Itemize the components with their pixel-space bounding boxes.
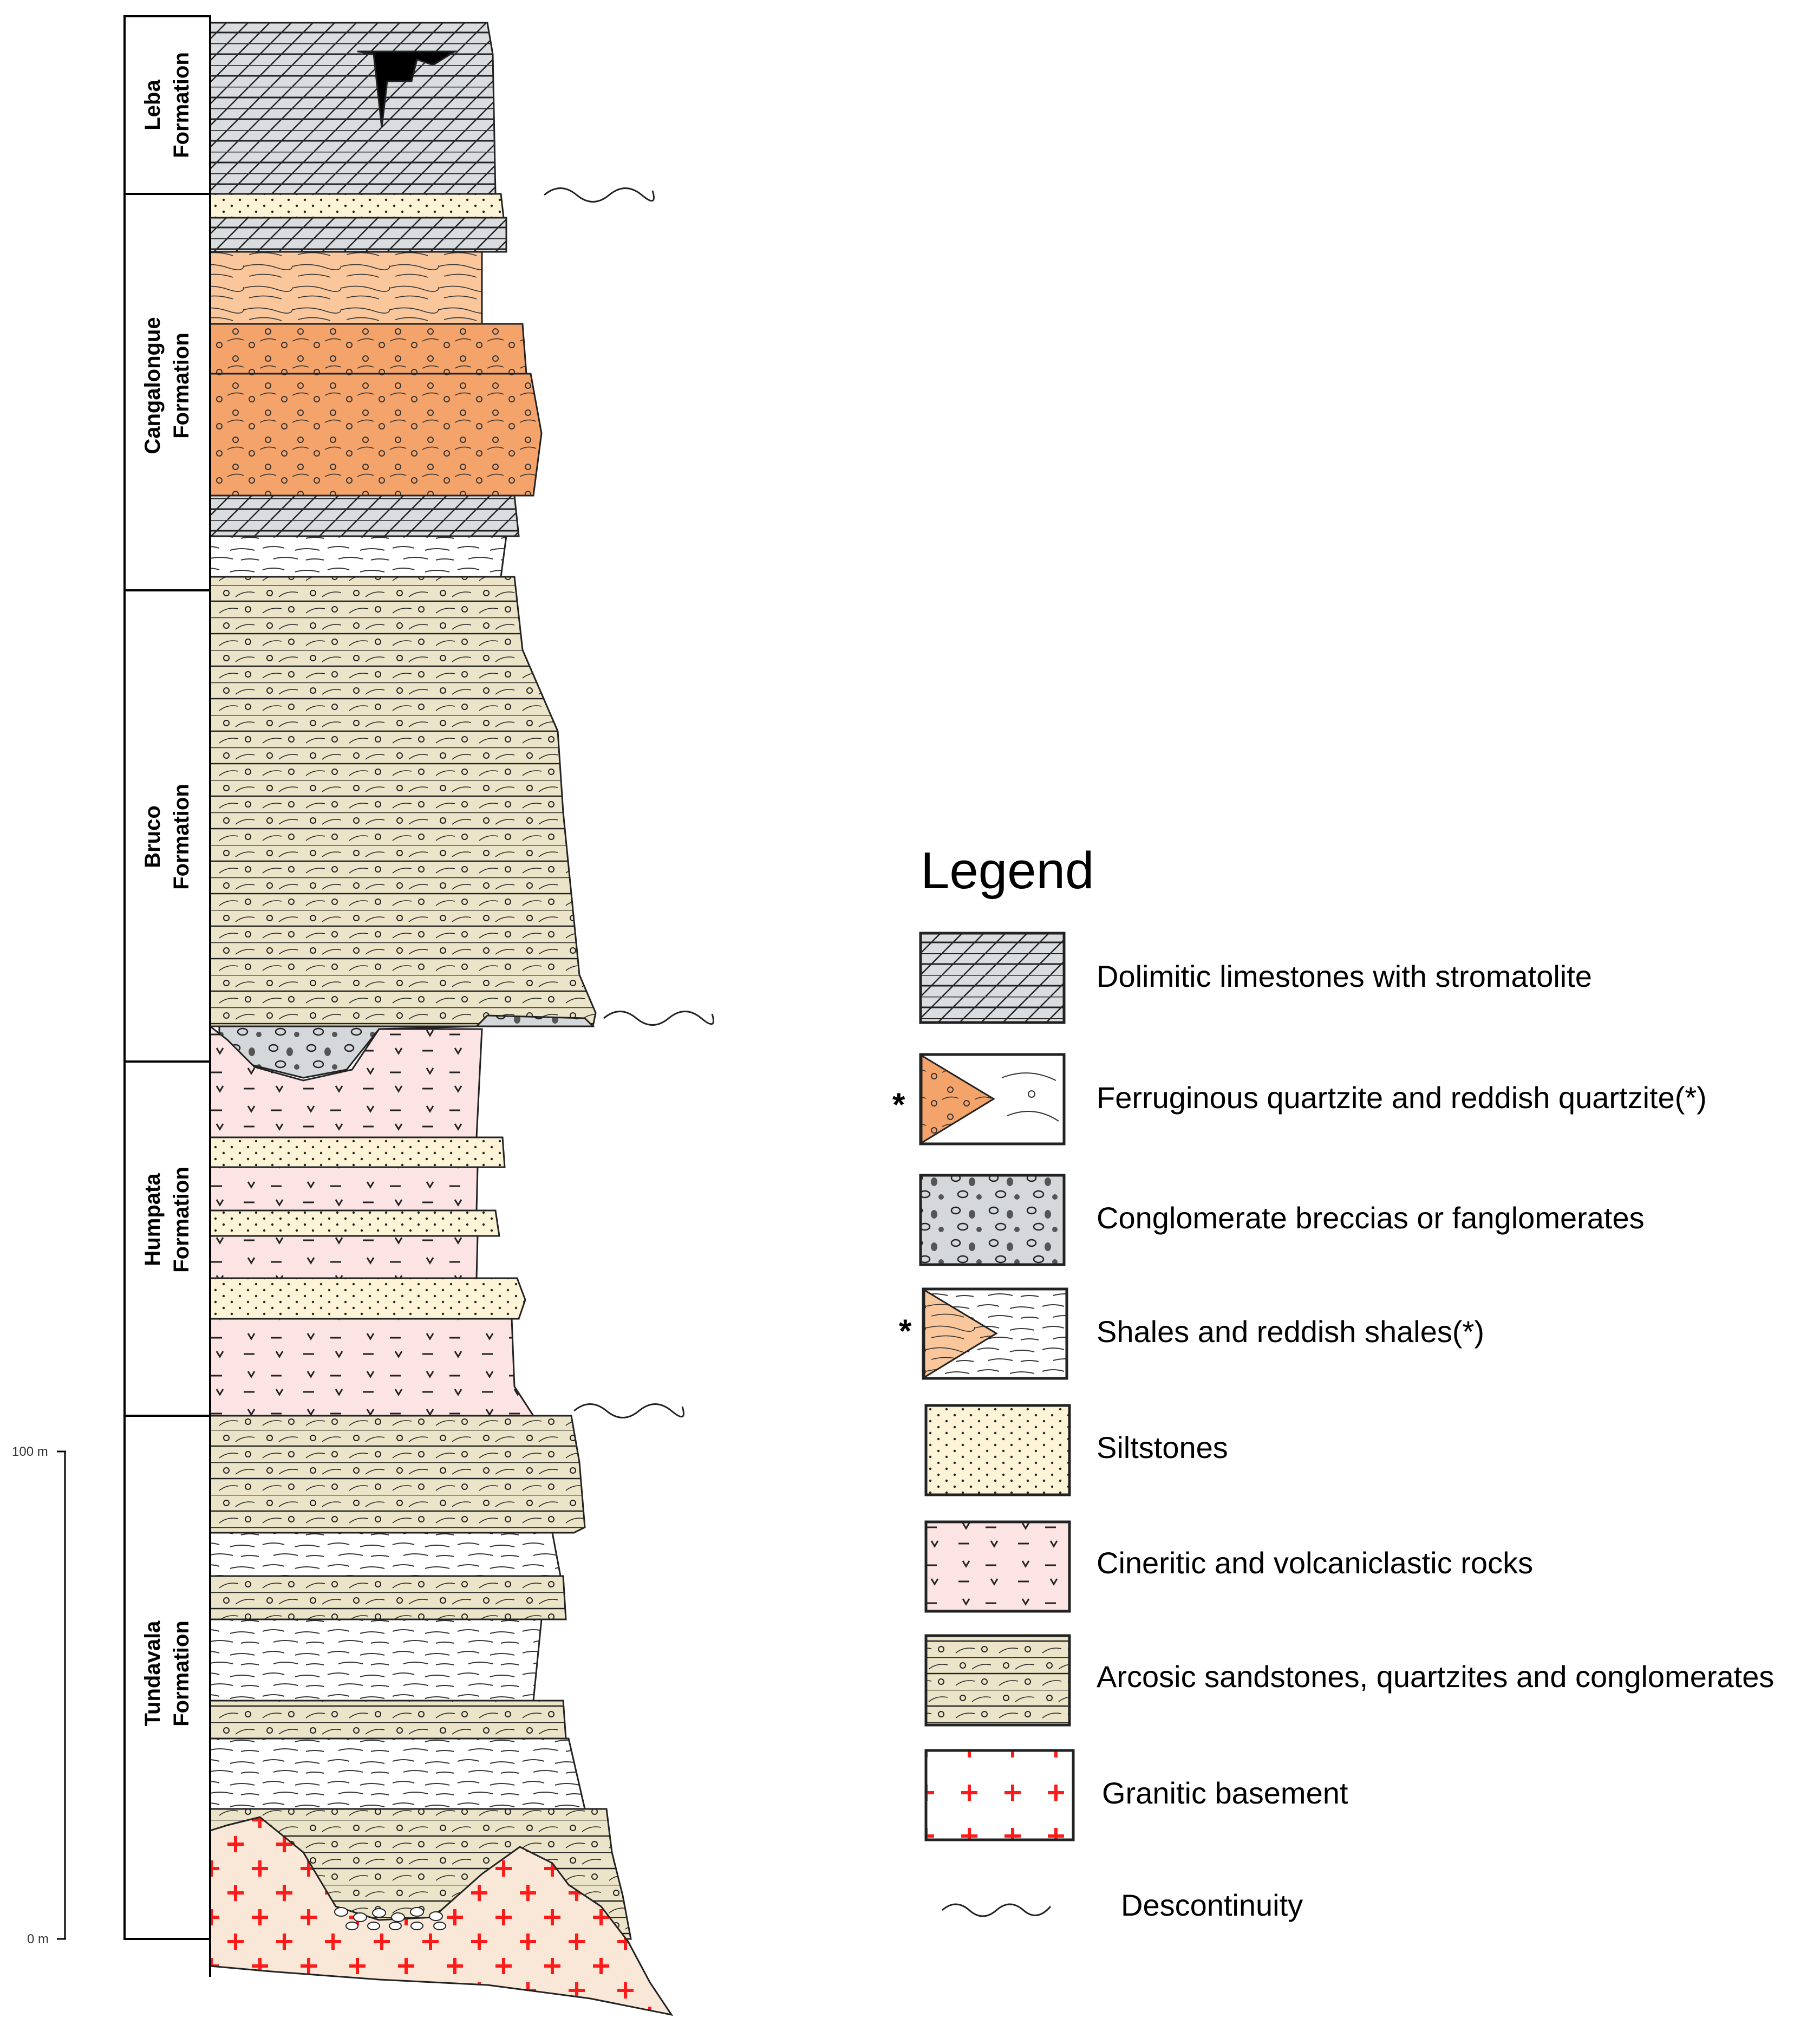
legend-label-granite: Granitic basement [1102,1776,1348,1810]
legend-swatch-siltstone [924,1404,1071,1496]
discontinuity-icon [603,1011,714,1026]
layer-volcanic-3 [209,1235,479,1279]
layer-shale-4 [209,1737,586,1810]
layer-arcosic-tundavala-3 [209,1700,567,1740]
scale-label-top: 100 m [12,1444,48,1459]
layer-arcosic-tundavala-1 [209,1415,586,1534]
formation-column: Leba Formation Cangalongue Formation Bru… [123,15,211,1940]
legend-label-breccia: Conglomerate breccias or fanglomerates [1097,1201,1645,1235]
legend-marker-quartzite: * [892,1086,905,1123]
formation-column-frame [123,15,211,1940]
formation-label-humpata-line2: Formation [169,1167,193,1273]
legend-marker-shale: * [899,1313,912,1349]
formation-label-cangalongue-line1: Cangalongue [141,317,165,454]
legend-label-siltstone: Siltstones [1097,1430,1228,1464]
layer-limestone-lower [209,494,520,537]
layer-siltstone [209,193,505,219]
formation-label-tundavala-line2: Formation [169,1620,193,1727]
legend-swatch-granite [924,1749,1075,1841]
layer-shale-3 [209,1618,543,1702]
basal-pebbles [334,1907,446,1930]
layer-reddish-quartzite [209,373,543,497]
legend-swatch-shale [922,1287,1068,1380]
legend-swatch-arcosic [924,1634,1071,1727]
layer-siltstone-3 [209,1209,500,1237]
scale-label-bottom: 0 m [27,1932,49,1947]
legend-swatch-limestone [919,932,1066,1024]
legend-label-volcanic: Cineritic and volcaniclastic rocks [1097,1546,1533,1580]
formation-label-leba-line1: Leba [141,80,165,131]
scale-bar: 100 m 0 m [12,1444,66,1947]
stratigraphic-column [209,16,674,2016]
layer-siltstone-2 [209,1136,506,1168]
layer-limestone [209,217,507,253]
layer-limestone-leba [209,22,497,195]
legend-label-quartzite: Ferruginous quartzite and reddish quartz… [1097,1080,1707,1115]
legend: Legend Dolimitic limestones with stromat… [892,842,1774,1922]
discontinuity-marks [544,187,714,1418]
legend-label-limestone: Dolimitic limestones with stromatolite [1097,959,1592,993]
layer-reddish-shale [209,251,483,325]
discontinuity-icon [544,187,655,203]
legend-swatch-volcanic [924,1520,1071,1613]
formation-label-leba-line2: Formation [169,52,193,158]
layer-volcanic-4 [209,1318,535,1417]
formation-label-bruco-line1: Bruco [141,805,165,868]
formation-label-humpata-line1: Humpata [141,1173,165,1266]
layer-arcosic-tundavala-2 [209,1575,567,1620]
formation-label-bruco-line2: Formation [169,784,193,890]
karst-infill [357,50,458,128]
legend-discontinuity-icon [942,1903,1052,1917]
layer-siltstone-4 [209,1277,526,1320]
legend-title: Legend [921,842,1094,900]
layer-arcosic-bruco [209,576,597,1027]
legend-label-arcosic: Arcosic sandstones, quartzites and congl… [1097,1659,1774,1694]
formation-label-tundavala-line1: Tundavala [141,1620,165,1727]
layer-shale-2 [209,1532,562,1577]
legend-label-discontinuity: Descontinuity [1121,1888,1303,1922]
legend-swatch-quartzite [919,1053,1066,1145]
legend-label-shale: Shales and reddish shales(*) [1097,1314,1484,1349]
layer-shale [209,535,507,578]
layer-ferruginous-quartzite [209,323,527,375]
layer-volcanic-2 [209,1166,479,1212]
discontinuity-icon [573,1403,684,1418]
formation-label-cangalongue-line2: Formation [169,333,193,439]
legend-swatch-breccia [919,1174,1066,1266]
